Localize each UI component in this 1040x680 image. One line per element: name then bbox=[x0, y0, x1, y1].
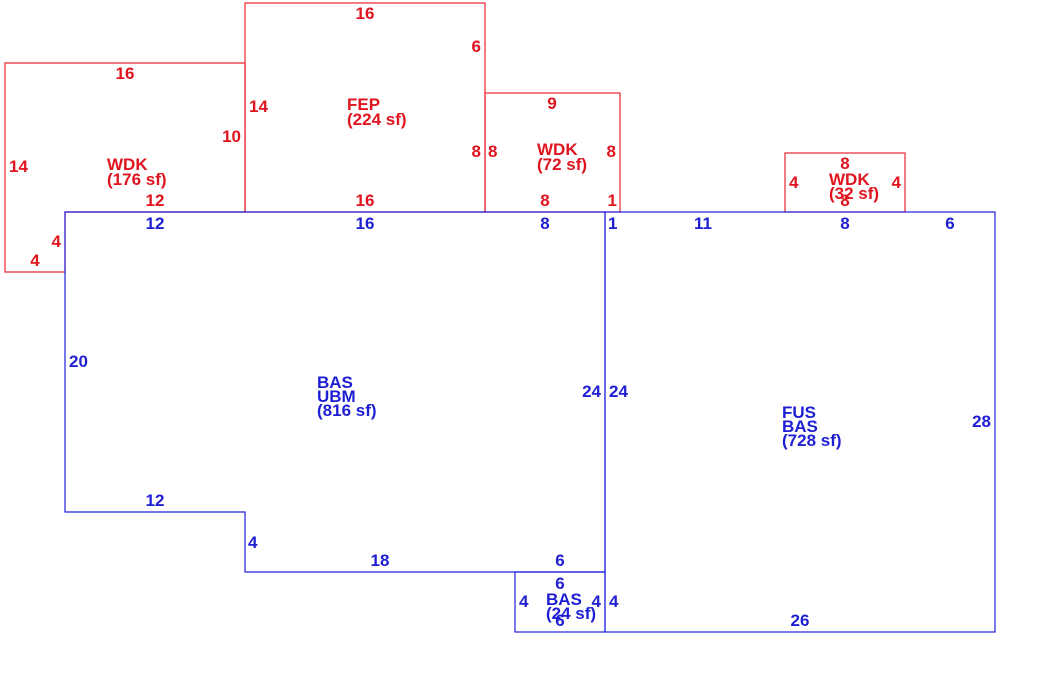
fus-bas-outline bbox=[604, 211, 996, 633]
wdk-mid-dim-right: 8 bbox=[607, 142, 616, 161]
bas-ubm-code-2: UBM bbox=[317, 387, 356, 406]
bas-small-dim-left: 4 bbox=[519, 592, 529, 611]
fep-area: (224 sf) bbox=[347, 110, 407, 129]
fus-bas-dim-top-d: 6 bbox=[945, 214, 954, 233]
bas-small-dim-right: 4 bbox=[592, 592, 602, 611]
bas-small-code: BAS bbox=[546, 590, 582, 609]
wdk-mid-dim-bottom: 8 bbox=[540, 191, 549, 210]
fep-dim-left: 14 bbox=[249, 97, 268, 116]
wdk-left-area: (176 sf) bbox=[107, 170, 167, 189]
fus-bas-dim-left: 24 bbox=[609, 382, 628, 401]
fus-bas-dim-top-a: 1 bbox=[608, 214, 617, 233]
wdk-mid-dim-top: 9 bbox=[547, 94, 556, 113]
wdk-right-dim-left: 4 bbox=[789, 173, 799, 192]
fep-code: FEP bbox=[347, 95, 380, 114]
fep-dim-top: 16 bbox=[356, 4, 375, 23]
bas-ubm-dim-top-a: 12 bbox=[146, 214, 165, 233]
fus-bas-dim-bottom: 26 bbox=[791, 611, 810, 630]
wdk-mid-area: (72 sf) bbox=[537, 155, 587, 174]
wdk-right-code: WDK bbox=[829, 170, 870, 189]
wdk-left-code: WDK bbox=[107, 155, 148, 174]
bas-ubm-dim-bottom-b: 18 bbox=[371, 551, 390, 570]
wdk-right-dim-bottom: 8 bbox=[840, 191, 849, 210]
bas-ubm-dim-top-c: 8 bbox=[540, 214, 549, 233]
wdk-right-dim-top: 8 bbox=[840, 154, 849, 173]
fep-dim-upper-right: 6 bbox=[472, 37, 481, 56]
fus-bas-dim-lower-left: 4 bbox=[609, 592, 619, 611]
fus-bas-dim-right: 28 bbox=[972, 412, 991, 431]
wdk-right-area: (32 sf) bbox=[829, 184, 879, 203]
fus-bas-code-2: BAS bbox=[782, 417, 818, 436]
bas-ubm-dim-bottom-a: 12 bbox=[146, 491, 165, 510]
wdk-left-dim-step-h: 4 bbox=[30, 251, 40, 270]
bas-ubm-dim-right: 24 bbox=[582, 382, 601, 401]
wdk-left-dim-right: 10 bbox=[222, 127, 241, 146]
fus-bas-dim-top-c: 8 bbox=[840, 214, 849, 233]
wdk-left-dim-bottom: 12 bbox=[146, 191, 165, 210]
wdk-mid-dim-left: 8 bbox=[488, 142, 497, 161]
fep-dim-right: 8 bbox=[472, 142, 481, 161]
fus-bas-dim-top-b: 11 bbox=[694, 214, 712, 233]
bas-ubm-area: (816 sf) bbox=[317, 401, 377, 420]
bas-ubm-dim-left: 20 bbox=[69, 352, 88, 371]
fep-dim-bottom: 16 bbox=[356, 191, 375, 210]
wdk-left-dim-top: 16 bbox=[116, 64, 135, 83]
bas-small-dim-bottom: 6 bbox=[555, 611, 564, 630]
wdk-left-dim-step-v: 4 bbox=[52, 232, 62, 251]
fus-bas-code-1: FUS bbox=[782, 403, 816, 422]
wdk-right-dim-right: 4 bbox=[892, 173, 902, 192]
bas-small-outline bbox=[514, 571, 606, 633]
bas-small-area: (24 sf) bbox=[546, 604, 596, 623]
bas-ubm-dim-bottom-c: 6 bbox=[555, 551, 564, 570]
bas-ubm-code-1: BAS bbox=[317, 373, 353, 392]
wdk-mid-dim-step: 1 bbox=[608, 191, 617, 210]
bas-small-dim-top: 6 bbox=[555, 574, 564, 593]
bas-ubm-dim-step: 4 bbox=[248, 533, 258, 552]
wdk-left-dim-left: 14 bbox=[9, 157, 28, 176]
wdk-mid-code: WDK bbox=[537, 140, 578, 159]
bas-ubm-dim-top-b: 16 bbox=[356, 214, 375, 233]
fus-bas-area: (728 sf) bbox=[782, 431, 842, 450]
